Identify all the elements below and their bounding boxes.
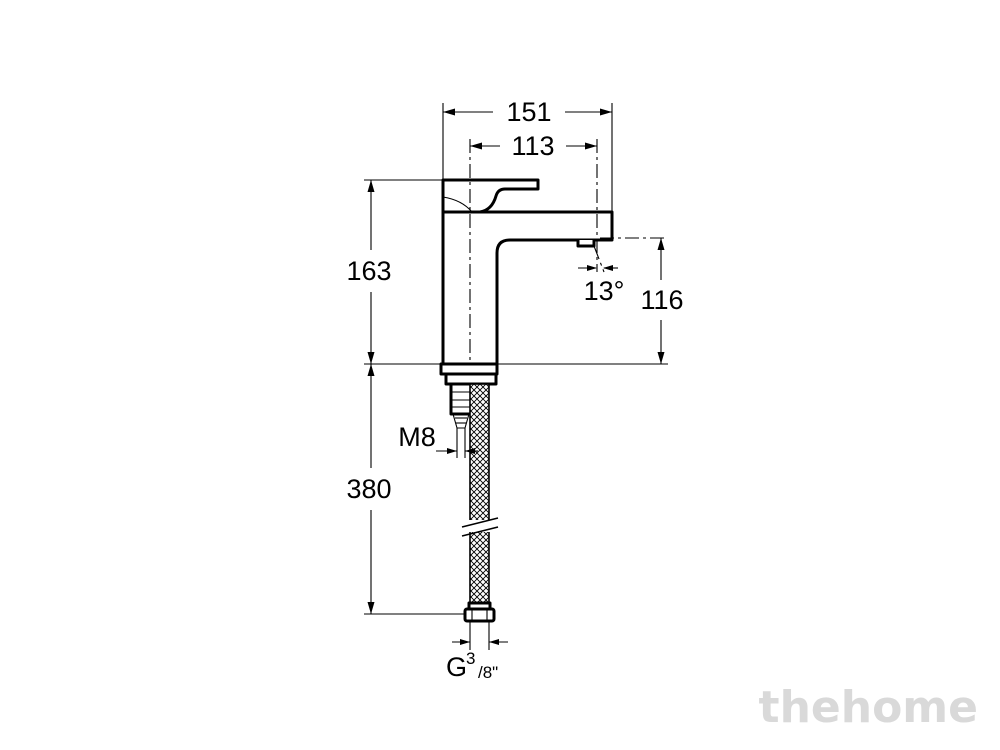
width-spout-label: 113 xyxy=(511,131,554,161)
hose-thread-label: G 3 /8" xyxy=(446,649,498,682)
dimension-lines xyxy=(364,103,668,650)
hose-thread-prefix: G xyxy=(446,652,467,682)
height-spout-label: 116 xyxy=(640,285,683,315)
hose-thread-denominator: /8" xyxy=(478,663,498,682)
width-total-label: 151 xyxy=(506,97,551,127)
thread-stud-label: M8 xyxy=(398,422,436,452)
angle-label: 13° xyxy=(584,276,625,306)
hose-length-label: 380 xyxy=(346,474,391,504)
hose-thread-numerator: 3 xyxy=(466,649,475,668)
mounting-hardware xyxy=(439,362,499,623)
height-total-label: 163 xyxy=(346,256,391,286)
watermark-logo: thehome xyxy=(759,682,978,733)
faucet-body xyxy=(441,178,614,366)
